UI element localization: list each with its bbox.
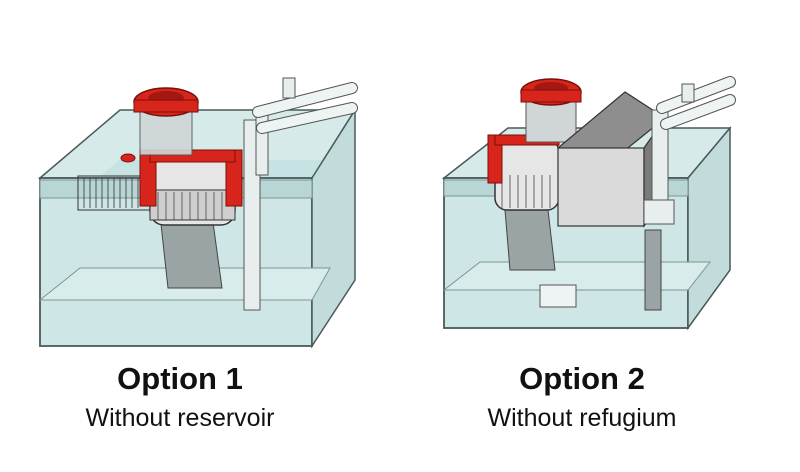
option-1-title: Option 1 (117, 361, 243, 396)
option-2-subtitle: Without refugium (487, 404, 677, 432)
sump-without-reservoir-illustration (37, 77, 358, 349)
option-2-title: Option 2 (519, 361, 645, 396)
option-2-panel: Option 2 Without refugium (400, 0, 800, 472)
option-1-panel: Option 1 Without reservoir (37, 77, 358, 432)
option-1-subtitle: Without reservoir (85, 404, 275, 432)
skimmer-body (525, 99, 577, 143)
roller-filter (494, 139, 560, 211)
reservoir-box-front (557, 147, 645, 227)
sump-without-refugium-illustration (441, 76, 736, 331)
